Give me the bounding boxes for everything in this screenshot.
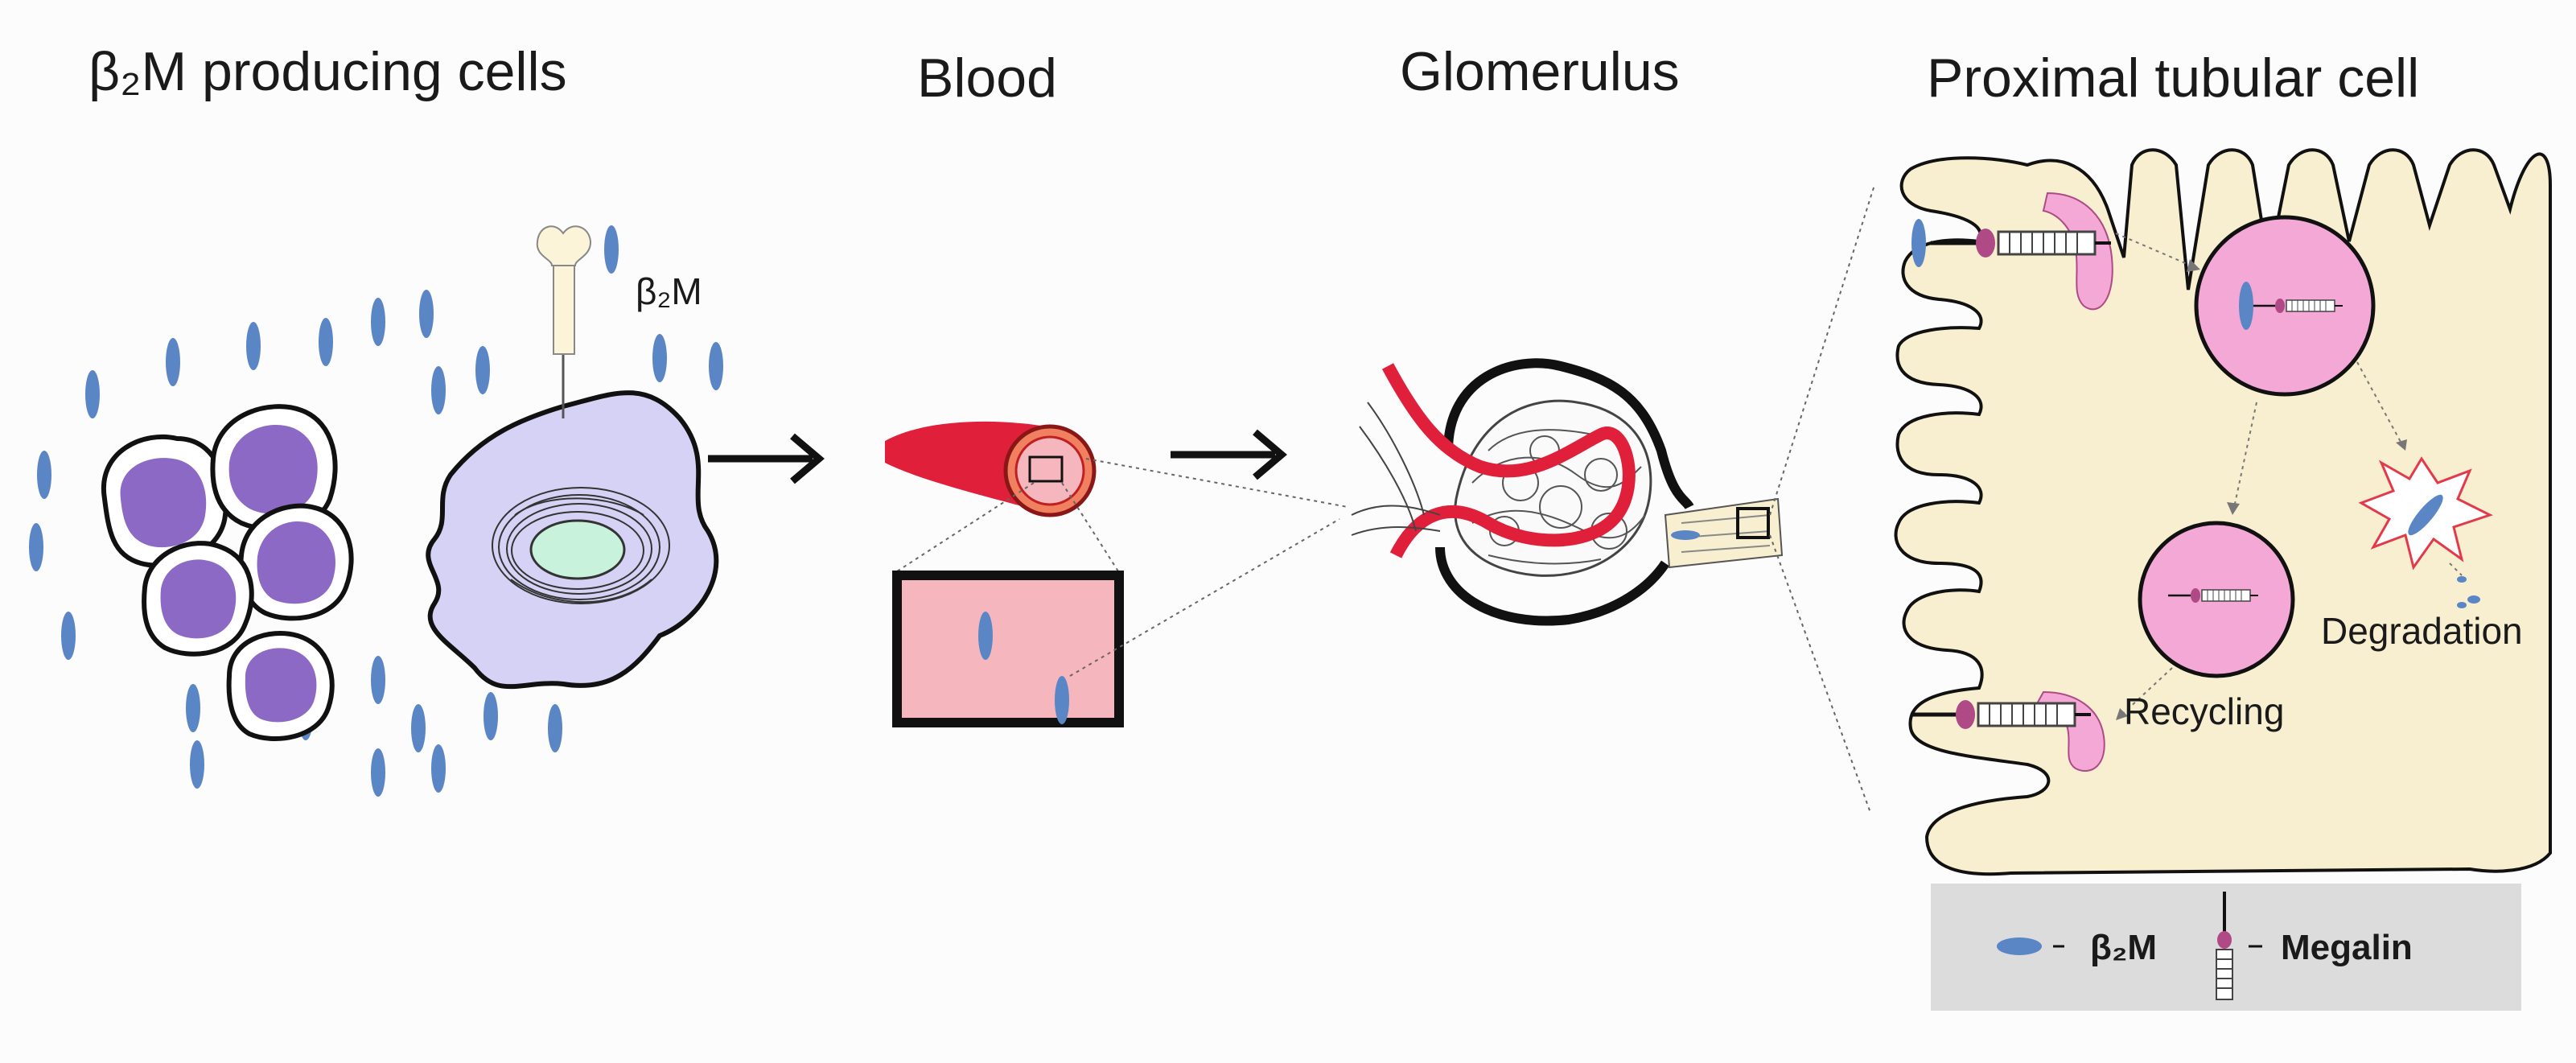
lymphocyte [210,404,338,532]
macrophage-nucleus [529,519,626,580]
proximal-tubular-cell-panel: Degradation Recycling [1894,148,2552,876]
legend-b2m-label: β₂M [2090,928,2157,967]
arrow-right-icon [708,436,819,481]
b2m-producing-cells-panel: β₂M [29,225,723,797]
lymphocyte [238,503,354,621]
legend: β₂M Megalin [1931,884,2521,1011]
macrophage [426,390,719,690]
lymphocyte [226,631,335,741]
syringe-icon [536,225,592,418]
title-proximal-tubular-cell: Proximal tubular cell [1927,47,2419,109]
afferent-arteriole [1381,363,1636,558]
recycling-label: Recycling [2124,690,2284,732]
arrow-right-icon [1171,432,1282,477]
title-producing-cells: β₂M producing cells [88,41,567,102]
blood-inset [892,571,1124,727]
title-glomerulus: Glomerulus [1400,41,1680,102]
legend-megalin-symbol [2216,892,2233,1000]
lymphocyte [142,541,254,657]
title-blood: Blood [917,47,1057,109]
legend-b2m-symbol [1997,937,2042,955]
glomerulus-panel [1351,184,1875,814]
blood-panel [885,421,1348,727]
syringe-b2m-label: β₂M [636,270,702,312]
degradation-burst-icon [2358,456,2493,608]
legend-megalin-label: Megalin [2281,928,2413,967]
lymphocyte [101,434,228,568]
degradation-label: Degradation [2321,610,2523,652]
